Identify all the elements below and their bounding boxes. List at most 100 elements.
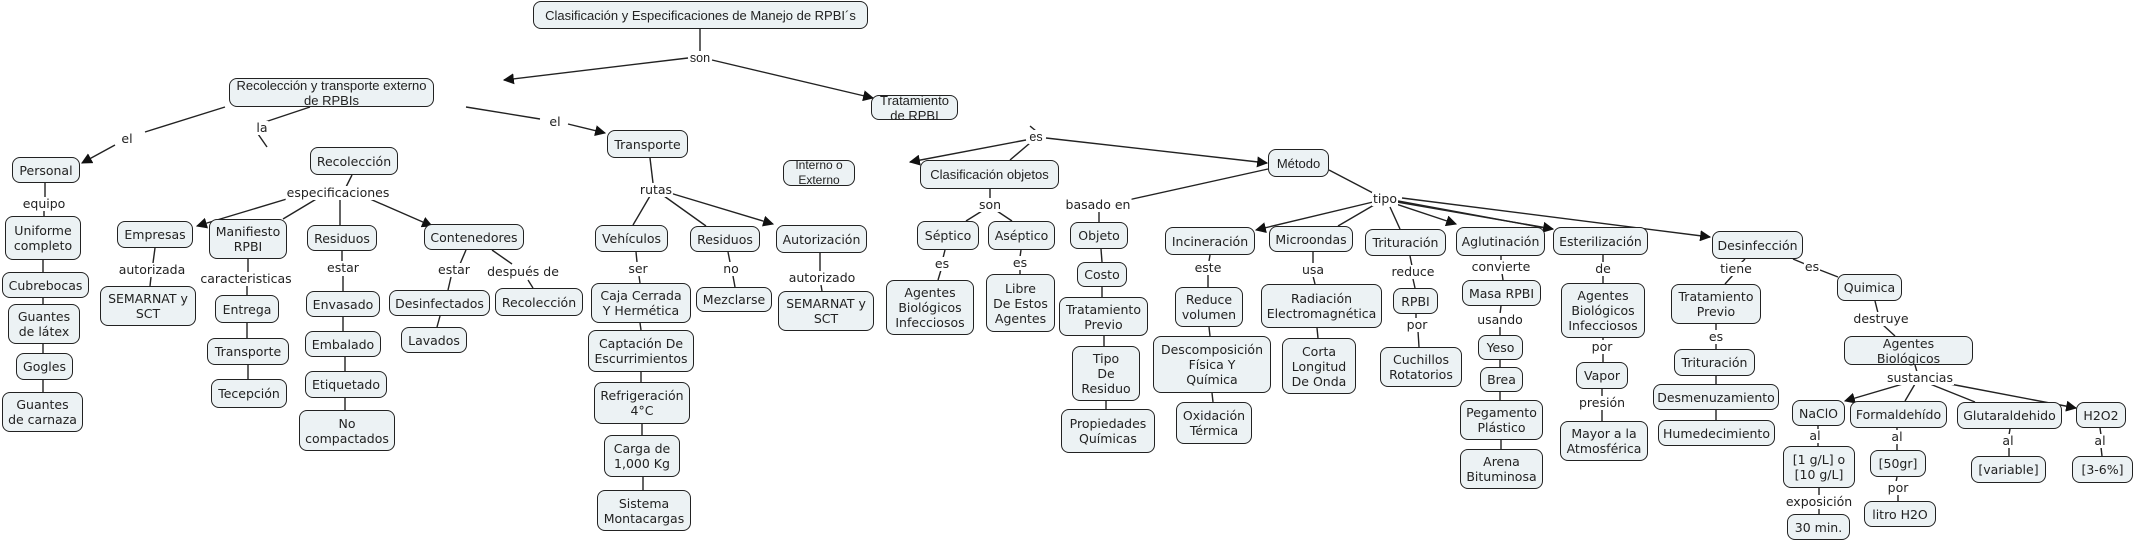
node-tratamiento-previo-1[interactable]: Tratamiento Previo <box>1059 297 1148 336</box>
node-vapor[interactable]: Vapor <box>1576 362 1628 389</box>
node-empresas[interactable]: Empresas <box>117 221 193 248</box>
node-variable[interactable]: [variable] <box>1971 456 2046 483</box>
node-cuchillos[interactable]: Cuchillos Rotatorios <box>1380 347 1462 387</box>
node-agentes-1[interactable]: Agentes Biológicos Infecciosos <box>886 280 974 335</box>
node-aseptico[interactable]: Aséptico <box>988 221 1055 250</box>
node-septico[interactable]: Séptico <box>917 221 979 250</box>
node-concentracion-naclo[interactable]: [1 g/L] o [10 g/L] <box>1783 446 1855 488</box>
node-desinfectados[interactable]: Desinfectados <box>389 290 490 316</box>
node-mayor[interactable]: Mayor a la Atmosférica <box>1560 421 1648 461</box>
connector-line <box>144 106 226 133</box>
node-gogles[interactable]: Gogles <box>16 353 73 380</box>
node-h2o2[interactable]: H2O2 <box>2076 402 2126 428</box>
node-libre[interactable]: Libre De Estos Agentes <box>986 274 1055 332</box>
node-guantes-latex[interactable]: Guantes de látex <box>8 304 80 344</box>
node-recoleccion-2[interactable]: Recolección <box>495 288 583 316</box>
node-incineracion[interactable]: Incineración <box>1165 227 1255 255</box>
node-vehiculos[interactable]: Vehículos <box>595 225 668 252</box>
node-tres-seis[interactable]: [3-6%] <box>2072 456 2133 483</box>
node-glutaraldehido[interactable]: Glutaraldehido <box>1957 402 2062 429</box>
node-caja[interactable]: Caja Cerrada Y Hermética <box>591 283 691 323</box>
node-desmenuzamiento[interactable]: Desmenuzamiento <box>1653 384 1779 410</box>
connector-line <box>937 269 942 281</box>
connector-line <box>447 276 452 291</box>
node-semarnat-2[interactable]: SEMARNAT y SCT <box>778 291 874 331</box>
connector-line <box>1417 330 1420 348</box>
node-autorizacion[interactable]: Autorización <box>776 225 867 253</box>
node-quimica[interactable]: Quimica <box>1837 274 1902 301</box>
node-contenedores[interactable]: Contenedores <box>424 224 524 250</box>
node-trituracion-1[interactable]: Trituración <box>1365 229 1446 256</box>
node-tratamiento[interactable]: Tratamiento de RPBI <box>871 93 958 123</box>
node-semarnat-1[interactable]: SEMARNAT y SCT <box>100 286 196 326</box>
node-residuos-1[interactable]: Residuos <box>307 225 377 251</box>
node-tipo-residuo[interactable]: Tipo De Residuo <box>1072 346 1140 401</box>
node-descomposicion[interactable]: Descomposición Física Y Química <box>1153 336 1271 393</box>
node-etiquetado[interactable]: Etiquetado <box>305 371 387 398</box>
node-propiedades[interactable]: Propiedades Químicas <box>1061 409 1155 453</box>
node-treinta-min[interactable]: 30 min. <box>1787 514 1850 540</box>
node-tecepcion[interactable]: Tecepción <box>211 379 287 408</box>
node-yeso[interactable]: Yeso <box>1478 335 1523 360</box>
node-rpbi[interactable]: RPBI <box>1393 288 1438 314</box>
connector-arrow <box>1045 137 1269 168</box>
node-microondas[interactable]: Microondas <box>1269 226 1353 252</box>
node-guantes-carnaza[interactable]: Guantes de carnaza <box>2 392 83 432</box>
connector-line <box>2099 427 2102 436</box>
node-litro-h2o[interactable]: litro H2O <box>1864 501 1936 527</box>
node-arena[interactable]: Arena Bituminosa <box>1460 449 1543 489</box>
node-transporte-manifiesto[interactable]: Transporte <box>207 338 289 365</box>
node-humedecimiento[interactable]: Humedecimiento <box>1658 420 1775 446</box>
link-es-aseptico: es <box>1011 255 1029 270</box>
node-oxidacion[interactable]: Oxidación Térmica <box>1176 402 1252 444</box>
node-carga[interactable]: Carga de 1,000 Kg <box>604 435 680 477</box>
node-envasado[interactable]: Envasado <box>306 291 380 317</box>
node-trituracion-2[interactable]: Trituración <box>1674 349 1755 376</box>
node-manifiesto[interactable]: Manifiesto RPBI <box>209 219 287 259</box>
node-aglutinacion[interactable]: Aglutinación <box>1456 227 1545 256</box>
node-no-compactados[interactable]: No compactados <box>299 410 395 451</box>
node-agentes-biologicos[interactable]: Agentes Biológicos <box>1844 336 1973 366</box>
node-clasificacion-objetos[interactable]: Clasificación objetos <box>920 160 1059 189</box>
node-refrigeracion[interactable]: Refrigeración 4°C <box>594 382 690 424</box>
link-al-h2o2: al <box>2093 433 2107 448</box>
node-corta[interactable]: Corta Longitud De Onda <box>1282 338 1356 394</box>
node-brea[interactable]: Brea <box>1480 367 1523 392</box>
node-residuos-2[interactable]: Residuos <box>690 226 760 252</box>
node-desinfeccion[interactable]: Desinfección <box>1712 231 1803 259</box>
node-montacargas[interactable]: Sistema Montacargas <box>597 490 691 531</box>
node-entrega[interactable]: Entrega <box>215 295 279 323</box>
node-uniforme[interactable]: Uniforme completo <box>5 216 81 260</box>
node-recoleccion[interactable]: Recolección <box>310 147 398 175</box>
link-no: no <box>722 261 740 276</box>
node-objeto[interactable]: Objeto <box>1070 222 1128 249</box>
node-radiacion[interactable]: Radiación Electromagnética <box>1261 284 1382 328</box>
node-interno-externo[interactable]: Interno o Externo <box>783 158 855 187</box>
connector-line <box>2100 446 2103 457</box>
node-personal[interactable]: Personal <box>12 157 80 183</box>
node-captacion[interactable]: Captación De Escurrimientos <box>588 330 694 372</box>
node-lavados[interactable]: Lavados <box>401 327 467 353</box>
node-embalado[interactable]: Embalado <box>305 331 381 357</box>
node-agentes-2[interactable]: Agentes Biológicos Infecciosos <box>1561 283 1645 338</box>
node-pegamento[interactable]: Pegamento Plástico <box>1460 400 1543 440</box>
node-transporte[interactable]: Transporte <box>607 130 688 158</box>
node-recoleccion-transporte[interactable]: Recolección y transporte externo de RPBI… <box>229 78 434 108</box>
node-mezclarse[interactable]: Mezclarse <box>696 287 772 312</box>
connector-arrow <box>369 198 434 228</box>
node-naclo[interactable]: NaClO <box>1792 400 1845 426</box>
node-tratamiento-previo-2[interactable]: Tratamiento Previo <box>1671 284 1761 324</box>
node-root[interactable]: Clasificación y Especificaciones de Mane… <box>533 1 868 29</box>
connector-arrow <box>1395 203 1458 227</box>
link-el-personal: el <box>120 131 134 146</box>
node-cubrebocas[interactable]: Cubrebocas <box>2 272 89 298</box>
node-metodo[interactable]: Método <box>1268 149 1329 177</box>
link-tiene: tiene <box>1719 261 1753 276</box>
node-esterilizacion[interactable]: Esterilización <box>1553 227 1648 255</box>
connector-line <box>638 275 641 284</box>
node-reduce-volumen[interactable]: Reduce volumen <box>1175 287 1243 327</box>
node-masa-rpbi[interactable]: Masa RPBI <box>1462 280 1541 306</box>
node-costo[interactable]: Costo <box>1077 262 1127 287</box>
node-formaldehido[interactable]: Formaldehído <box>1850 401 1947 428</box>
node-cincuenta-gr[interactable]: [50gr] <box>1870 450 1926 477</box>
